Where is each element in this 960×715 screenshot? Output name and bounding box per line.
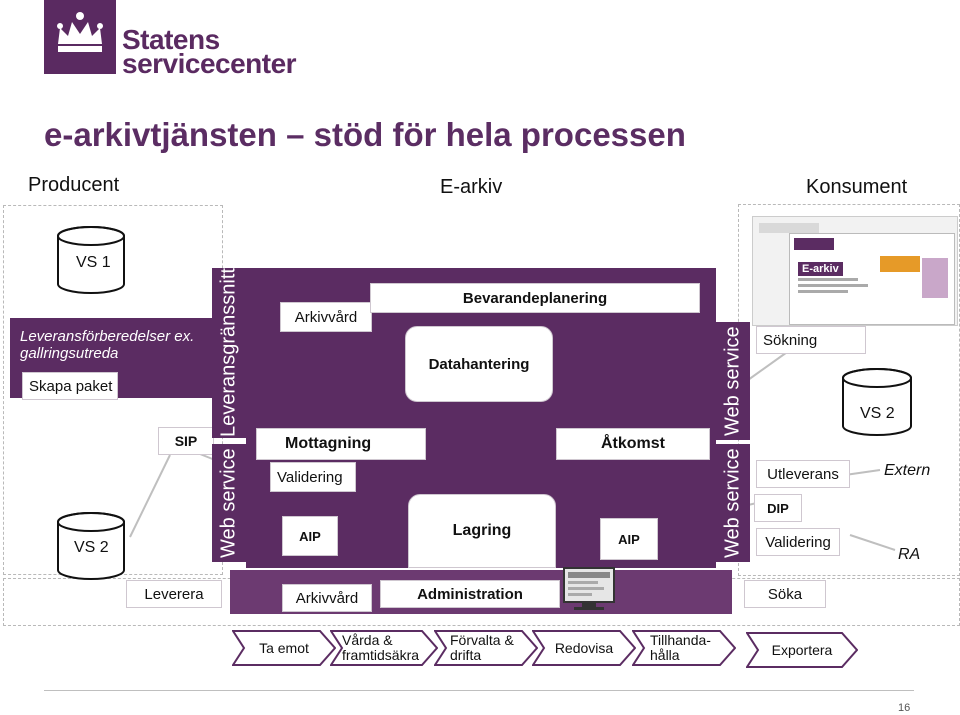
validering-core-label: Validering	[277, 468, 343, 486]
vs1-database-icon	[57, 226, 125, 294]
skapa-paket-label: Skapa paket	[29, 377, 113, 395]
screenshot-title: E-arkiv	[798, 262, 843, 276]
process-step-6-label: Exportera	[771, 641, 833, 658]
administration-box: Administration	[380, 580, 560, 608]
process-step-1-label: Ta emot	[259, 639, 309, 656]
page-title: e-arkivtjänsten – stöd för hela processe…	[44, 116, 686, 153]
bevarandeplanering-label: Bevarandeplanering	[462, 289, 608, 307]
process-step-2: Vårda & framtidsäkra	[330, 630, 438, 666]
screenshot-line-1	[798, 278, 858, 281]
process-step-6: Exportera	[746, 632, 858, 668]
aip-left-label: AIP	[299, 528, 321, 544]
line-ws-sokning	[747, 349, 791, 381]
web-service-right-bottom-label: Web service	[721, 448, 744, 558]
web-service-right-top-label: Web service	[721, 326, 744, 436]
administration-label: Administration	[417, 585, 523, 603]
arkivvard-bottom-box: Arkivvård	[282, 584, 372, 612]
sip-label: SIP	[174, 433, 198, 449]
delivery-interface-label: Leveransgränssnitt	[217, 268, 240, 438]
process-step-4-label: Redovisa	[554, 639, 614, 656]
lagring-label: Lagring	[452, 522, 512, 539]
datahantering-box: Datahantering	[405, 326, 553, 402]
column-earchive: E-arkiv	[440, 176, 503, 198]
aip-right-box: AIP	[600, 518, 658, 560]
prep-label: Leveransförberedelser ex. gallringsutred…	[20, 328, 195, 362]
validering-consumer-box: Validering	[756, 528, 840, 556]
soka-label: Söka	[767, 585, 803, 603]
validering-consumer-label: Validering	[765, 533, 831, 551]
sokning-box: Sökning	[756, 326, 866, 354]
dip-label: DIP	[767, 500, 789, 516]
sip-box: SIP	[158, 427, 214, 455]
logo-line2: servicecenter	[122, 48, 297, 79]
bevarandeplanering-box: Bevarandeplanering	[370, 283, 700, 313]
utleverans-label: Utleverans	[767, 465, 839, 483]
process-step-4: Redovisa	[532, 630, 636, 666]
column-producer: Producent	[28, 174, 120, 196]
screenshot-line-3	[798, 290, 848, 293]
aip-right-label: AIP	[618, 531, 640, 547]
mottagning-box: Mottagning	[256, 428, 426, 460]
dip-box: DIP	[754, 494, 802, 522]
process-step-2-label: Vårda & framtidsäkra	[342, 632, 420, 663]
column-consumer: Konsument	[806, 176, 908, 198]
process-chevron-row: Ta emot Vårda & framtidsäkra Förvalta & …	[232, 628, 944, 668]
arkivvard-top-label: Arkivvård	[294, 308, 358, 326]
process-step-3: Förvalta & drifta	[434, 630, 538, 666]
logo-line1: Statens	[122, 24, 220, 55]
footer-rule	[44, 690, 914, 691]
page-number: 16	[898, 702, 911, 714]
line-utleverans-extern	[844, 469, 881, 476]
screenshot-logo	[794, 238, 834, 250]
web-service-left-label: Web service	[217, 448, 240, 558]
vs2-consumer-database-icon	[842, 368, 912, 436]
line-vs2-sip	[129, 454, 171, 538]
leverera-label: Leverera	[144, 585, 204, 603]
process-step-5-label: Tillhanda-hålla	[650, 632, 711, 663]
web-service-right-bottom-bar: Web service	[716, 444, 750, 562]
ra-label: RA	[898, 546, 921, 563]
lagring-box: Lagring	[408, 494, 556, 568]
vs2-consumer-label: VS 2	[860, 405, 895, 422]
screenshot-line-2	[798, 284, 868, 287]
aip-left-box: AIP	[282, 516, 338, 556]
sokning-label: Sökning	[763, 331, 818, 349]
arkivvard-bottom-label: Arkivvård	[295, 589, 359, 607]
arkivvard-top-box: Arkivvård	[280, 302, 372, 332]
screenshot-page: E-arkiv	[789, 233, 955, 325]
web-service-right-top-bar: Web service	[716, 322, 750, 440]
atkomst-label: Åtkomst	[600, 435, 665, 452]
validering-core-box: Validering	[270, 462, 356, 492]
vs2-producer-database-icon	[57, 512, 125, 580]
extern-label: Extern	[884, 462, 931, 479]
process-step-1: Ta emot	[232, 630, 336, 666]
screenshot-photo	[922, 258, 948, 298]
utleverans-box: Utleverans	[756, 460, 850, 488]
logo-crown-icon	[44, 0, 116, 74]
skapa-paket-box: Skapa paket	[22, 372, 118, 400]
vs1-label: VS 1	[76, 254, 111, 271]
web-service-left-bar: Web service	[212, 444, 246, 562]
atkomst-box: Åtkomst	[556, 428, 710, 460]
delivery-interface-bar: Leveransgränssnitt	[212, 268, 246, 438]
soka-box: Söka	[744, 580, 826, 608]
process-step-3-label: Förvalta & drifta	[450, 632, 514, 663]
line-validering-ra	[849, 534, 896, 551]
process-step-5: Tillhanda-hålla	[632, 630, 736, 666]
datahantering-label: Datahantering	[428, 355, 530, 373]
computer-screen-icon	[563, 567, 615, 610]
vs2-producer-label: VS 2	[74, 539, 109, 556]
leverera-box: Leverera	[126, 580, 222, 608]
mottagning-label: Mottagning	[285, 435, 372, 452]
screenshot-orange-button	[880, 256, 920, 272]
screenshot-tab	[759, 223, 819, 233]
website-screenshot: E-arkiv	[752, 216, 958, 326]
